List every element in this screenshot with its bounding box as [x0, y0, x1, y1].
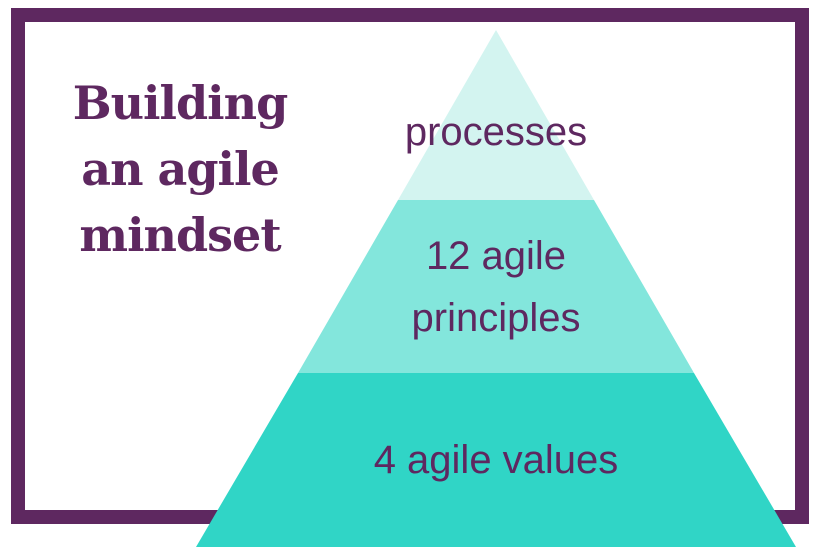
title-line-1: Building [72, 76, 289, 130]
title-line-2: an agile [81, 142, 279, 196]
title-line-3: mindset [79, 208, 281, 262]
level-label-principles-2: principles [411, 296, 581, 340]
level-label-processes: processes [404, 110, 588, 154]
diagram-title: Building an agile mindset [60, 70, 300, 268]
pyramid-level-top [398, 30, 594, 200]
level-label-principles-1: 12 agile [425, 234, 567, 278]
pyramid-level-bottom [196, 373, 796, 547]
pyramid-level-middle [298, 200, 694, 373]
level-label-values: 4 agile values [373, 438, 619, 482]
